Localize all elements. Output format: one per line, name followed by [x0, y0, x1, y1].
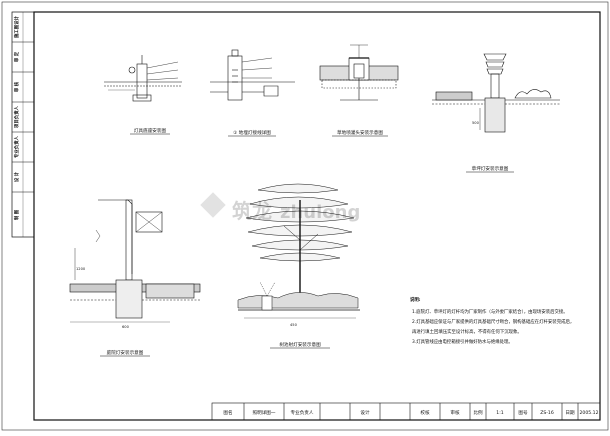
- notes-block: 说明: 1.庭院灯、草坪灯的灯杆均为厂家制作（与外委厂家结合），由现场安装后交接…: [410, 296, 574, 345]
- tb-scale-value: 1:1: [496, 410, 503, 416]
- strip-label-2: 审 定: [13, 51, 20, 62]
- tb-sheet-value: ZS-16: [540, 410, 554, 416]
- tb-design-label: 设计: [360, 409, 370, 416]
- tb-sheet-label: 图号: [518, 410, 528, 416]
- notes-item-3: 再进行填土回填压实至设计标高，不得有任何下沉现象。: [412, 328, 522, 335]
- title-block: [211, 402, 601, 421]
- detail-5-title: 庭院灯安装示意图: [107, 349, 144, 356]
- notes-item-4: 3.灯具管线应由电控箱接引并做好防水与绝缘处理。: [412, 338, 513, 345]
- tb-name-value: 照明详图一: [253, 409, 276, 416]
- strip-label-4: 项目负责人: [13, 105, 20, 128]
- detail-lamp-base: [104, 55, 182, 102]
- tb-review-label: 审核: [450, 409, 460, 416]
- strip-label-1: 施工图设计: [13, 15, 20, 38]
- dim-garden-1: 1200: [76, 267, 86, 271]
- watermark-cn: 筑龙: [232, 199, 272, 223]
- detail-1-title: 灯具底座安装图: [134, 127, 167, 134]
- detail-6-title: 树池射灯安装示意图: [279, 341, 321, 348]
- tb-scale-label: 比例: [473, 409, 483, 416]
- notes-heading: 说明:: [410, 296, 421, 303]
- notes-item-1: 1.庭院灯、草坪灯的灯杆均为厂家制作（与外委厂家结合），由现场安装后交接。: [412, 308, 568, 315]
- strip-label-7: 制 图: [13, 209, 20, 220]
- detail-buried-lamp: [210, 49, 295, 101]
- strip-label-6: 设 计: [13, 171, 20, 182]
- tb-date-label: 日期: [565, 410, 575, 416]
- dim-tree-1: 450: [290, 323, 298, 327]
- detail-3-title: 草地喷灌头安装示意图: [337, 129, 383, 136]
- watermark-text: zhulong: [280, 202, 360, 223]
- notes-item-2: 2.灯具基础应保证与厂家提供的灯具基础尺寸吻合，钢构基础应在灯杆安装完成后，: [412, 318, 574, 325]
- dim-lawn-lamp: 500: [472, 121, 480, 125]
- detail-4-title: 草坪灯安装示意图: [472, 165, 509, 172]
- detail-lawn-lamp: [432, 53, 560, 133]
- tb-check-label: 校核: [420, 409, 430, 416]
- detail-garden-lamp: [69, 199, 201, 323]
- detail-sprinkler: [319, 44, 399, 101]
- strip-label-5: 专业负责人: [13, 135, 20, 158]
- tb-project-label: 专业负责人: [291, 409, 314, 416]
- left-strip: 施工图设计 审 定 审 核 项目负责人 专业负责人 设 计 制 图: [11, 11, 35, 238]
- detail-tree-uplight: [237, 183, 360, 319]
- tb-date-value: 2005.12: [580, 410, 599, 416]
- detail-2-title: ① 地埋灯接线详图: [233, 129, 271, 136]
- dim-garden-2: 600: [122, 325, 130, 329]
- tb-name-label: 图名: [223, 409, 232, 416]
- strip-label-3: 审 核: [13, 81, 20, 92]
- watermark: 筑龙 zhulong: [200, 192, 360, 223]
